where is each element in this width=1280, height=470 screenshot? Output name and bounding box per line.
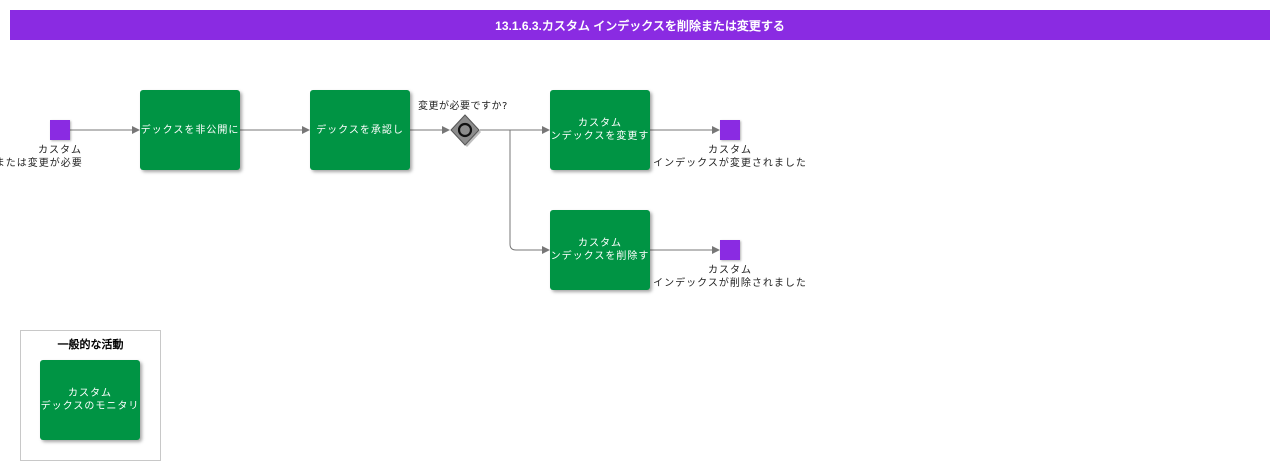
diagram-title: 13.1.6.3.カスタム インデックスを削除または変更する — [10, 10, 1270, 40]
gateway-question-label: 変更が必要ですか? — [418, 101, 508, 112]
start-event[interactable] — [50, 120, 70, 140]
general-activity-title: 一般的な活動 — [57, 339, 124, 351]
task-unpublish-index[interactable]: デックスを非公開に — [140, 90, 240, 170]
connector-gateway-to-delete — [509, 130, 550, 254]
end-event-modified-line2: インデックスが変更されました — [653, 158, 807, 169]
task-monitor-index[interactable]: カスタム デックスのモニタリ — [40, 360, 140, 440]
end-event-modified-label: カスタム インデックスが変更されました — [630, 144, 830, 170]
task-approve-index-label: デックスを承認し — [316, 124, 404, 136]
task-modify-index-line1: カスタム — [578, 118, 622, 129]
start-event-label: カスタム クスの削除または変更が必要 — [0, 144, 180, 170]
task-approve-index[interactable]: デックスを承認し — [310, 90, 410, 170]
end-event-deleted[interactable] — [720, 240, 740, 260]
circle-gateway-icon[interactable] — [450, 114, 481, 147]
task-modify-index-line2: ンデックスを変更す — [550, 131, 650, 142]
end-event-modified-line1: カスタム — [708, 145, 752, 156]
task-delete-index-line2: ンデックスを削除す — [550, 251, 650, 262]
task-monitor-index-line2: デックスのモニタリ — [40, 401, 140, 412]
end-event-deleted-line1: カスタム — [708, 265, 752, 276]
end-event-modified[interactable] — [720, 120, 740, 140]
task-delete-index[interactable]: カスタム ンデックスを削除す — [550, 210, 650, 290]
task-modify-index[interactable]: カスタム ンデックスを変更す — [550, 90, 650, 170]
end-event-deleted-line2: インデックスが削除されました — [653, 278, 807, 289]
start-event-label-line1: カスタム — [38, 145, 82, 156]
task-delete-index-line1: カスタム — [578, 238, 622, 249]
start-event-label-line2: クスの削除または変更が必要 — [0, 158, 82, 169]
task-monitor-index-line1: カスタム — [68, 388, 112, 399]
end-event-deleted-label: カスタム インデックスが削除されました — [630, 264, 830, 290]
task-unpublish-index-label: デックスを非公開に — [140, 124, 240, 136]
